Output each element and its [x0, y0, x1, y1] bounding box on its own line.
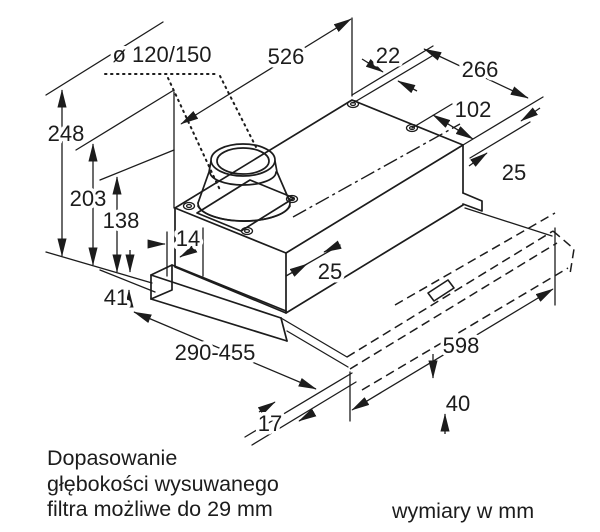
duct-centerline — [292, 123, 461, 218]
dim-top-width-label: 526 — [268, 44, 305, 69]
caption-line-1: Dopasowanie — [47, 446, 177, 470]
dim-rear-offset-label: 25 — [502, 160, 526, 185]
dim-lower-height-label: 138 — [103, 208, 140, 233]
extension-lines — [45, 17, 556, 446]
dim-front-offset-label: 25 — [318, 259, 342, 284]
duct-collar — [196, 143, 295, 232]
dim-depth-range-label: 290-455 — [175, 340, 256, 365]
dim-total-height-label: 248 — [48, 121, 85, 146]
dim-rear-depth-label: 266 — [462, 57, 499, 82]
dim-visor-width-label: 598 — [443, 333, 480, 358]
caption-line-3: filtra możliwe do 29 mm — [47, 497, 273, 521]
dimension-lines — [57, 18, 554, 434]
dimension-labels: ø 120/150 526 22 266 102 25 248 203 138 … — [44, 39, 530, 440]
duct-diameter-label: ø 120/150 — [112, 42, 211, 67]
units-label: wymiary w mm — [391, 499, 534, 523]
caption-text: Dopasowanie głębokości wysuwanego filtra… — [47, 446, 534, 523]
dim-top-offset-label: 22 — [376, 43, 400, 68]
dim-mid-height-label: 203 — [70, 186, 107, 211]
caption-line-2: głębokości wysuwanego — [47, 472, 279, 496]
dim-panel-gap-label: 17 — [258, 411, 282, 436]
hood-body-outline — [174, 99, 483, 314]
dim-hole-spacing-label: 102 — [455, 97, 492, 122]
collar-flange — [196, 179, 295, 232]
mounting-holes — [182, 99, 419, 236]
dim-visor-height-label: 41 — [104, 285, 128, 310]
dim-front-lip-label: 14 — [176, 226, 200, 251]
pullout-visor-dashed — [346, 212, 575, 391]
dim-visor-depth-label: 40 — [446, 391, 470, 416]
body-notch — [462, 192, 483, 212]
